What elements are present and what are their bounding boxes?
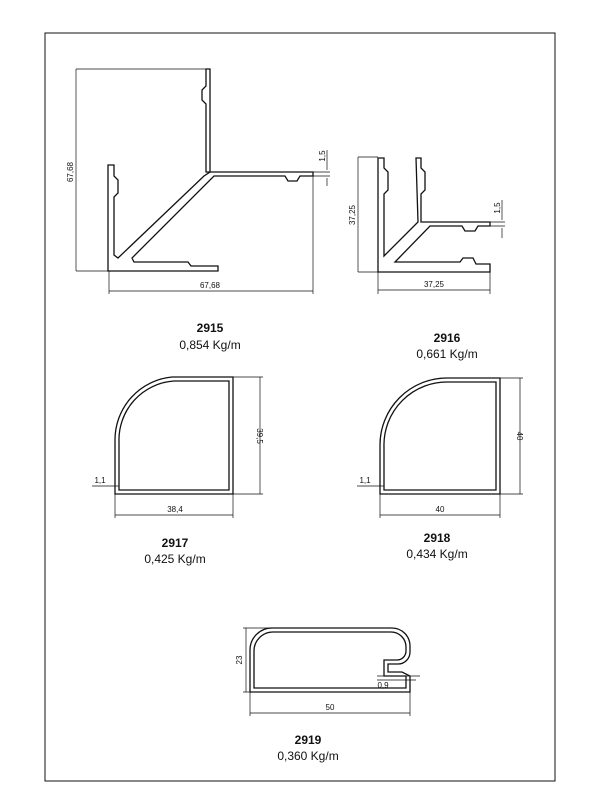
profile-2919-width-dimension: 50: [326, 703, 335, 712]
profile-2917-drawing: 39,5 38,4 1,1: [92, 376, 264, 518]
profile-2919-drawing: 23 50 0,9: [235, 627, 420, 716]
profile-2916-code: 2916: [434, 331, 461, 345]
profile-2918-drawing: 40 40 1,1: [357, 377, 524, 518]
profile-2917-code: 2917: [162, 536, 189, 550]
profile-2915-weight: 0,854 Kg/m: [179, 338, 240, 352]
profile-2916-weight: 0,661 Kg/m: [416, 347, 477, 361]
profile-2917-weight: 0,425 Kg/m: [144, 552, 205, 566]
profile-2916-height-dimension: 37,25: [348, 204, 357, 225]
profile-2918-weight: 0,434 Kg/m: [406, 547, 467, 561]
profile-2916-wall-dimension: 1,5: [493, 202, 502, 214]
profile-2918-height-dimension: 40: [515, 432, 524, 441]
profile-2918-wall-dimension: 1,1: [359, 476, 371, 485]
profile-2919-weight: 0,360 Kg/m: [277, 749, 338, 763]
profile-2918-width-dimension: 40: [436, 505, 445, 514]
profile-2915-drawing: 67,68 67,68 1,5: [66, 68, 330, 294]
profile-2916-width-dimension: 37,25: [424, 280, 445, 289]
sheet-frame: [44, 32, 556, 782]
profile-2917-height-dimension: 39,5: [255, 428, 264, 444]
profile-2917-width-dimension: 38,4: [167, 505, 183, 514]
profile-2919-wall-dimension: 0,9: [377, 681, 389, 690]
profile-2915-height-dimension: 67,68: [66, 161, 75, 182]
profile-2915-wall-dimension: 1,5: [318, 150, 327, 162]
profile-2918-code: 2918: [424, 531, 451, 545]
profile-2917-wall-dimension: 1,1: [94, 476, 106, 485]
profile-2916-drawing: 37,25 37,25 1,5: [348, 156, 505, 294]
profile-2915-code: 2915: [197, 321, 224, 335]
profile-2919-height-dimension: 23: [235, 655, 244, 664]
profile-2915-width-dimension: 67,68: [200, 281, 221, 290]
profile-2919-code: 2919: [295, 733, 322, 747]
